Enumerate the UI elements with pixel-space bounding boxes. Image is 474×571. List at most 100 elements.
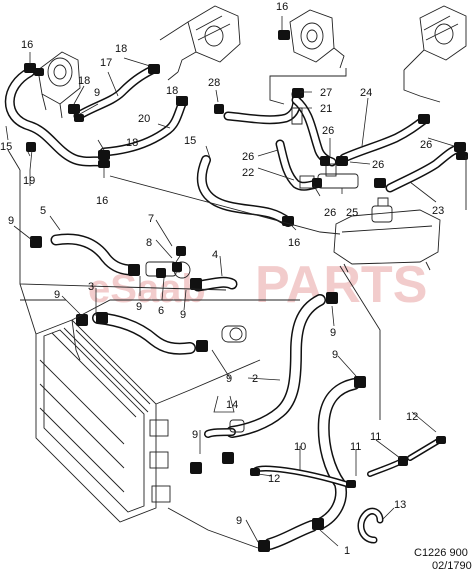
callout-18: 18 — [166, 85, 178, 97]
clamp — [454, 142, 466, 152]
clamp — [190, 278, 202, 290]
clamp — [148, 64, 160, 74]
callout-16: 16 — [276, 1, 288, 13]
callout-9: 9 — [332, 349, 338, 361]
callout-26: 26 — [420, 139, 432, 151]
callout-15: 15 — [184, 135, 196, 147]
clamp — [156, 268, 166, 278]
clamp — [320, 156, 330, 166]
callout-9: 9 — [192, 429, 198, 441]
callout-26: 26 — [322, 125, 334, 137]
callout-9: 9 — [54, 289, 60, 301]
expansion-tank — [333, 197, 441, 273]
engine-outlet-upper-left — [159, 5, 241, 73]
callout-21: 21 — [320, 103, 332, 115]
clamp — [278, 30, 290, 40]
clamp — [26, 142, 36, 152]
callout-12: 12 — [406, 411, 418, 423]
callout-9: 9 — [236, 515, 242, 527]
clamp — [30, 236, 42, 248]
clamp — [128, 264, 140, 276]
callout-19: 19 — [23, 175, 35, 187]
clamp — [176, 96, 188, 106]
callout-14: 14 — [226, 399, 238, 411]
clamp — [312, 178, 322, 188]
watermark: eSaab PARTS — [88, 256, 427, 314]
clamp — [176, 246, 186, 256]
clamp — [98, 150, 110, 160]
clamp — [346, 480, 356, 488]
callout-9: 9 — [180, 309, 186, 321]
callout-7: 7 — [148, 213, 154, 225]
callout-9: 9 — [136, 301, 142, 313]
clamp — [336, 156, 348, 166]
callout-9: 9 — [330, 327, 336, 339]
callout-16: 16 — [288, 237, 300, 249]
callout-23: 23 — [432, 205, 444, 217]
clamp — [436, 436, 446, 444]
callout-22: 22 — [242, 167, 254, 179]
callout-11: 11 — [350, 441, 361, 453]
thermostat-housing-left — [37, 51, 81, 119]
drawing-date: 02/1790 — [432, 560, 472, 571]
callout-4: 4 — [212, 249, 218, 261]
clamp — [190, 462, 202, 474]
clamp — [250, 468, 260, 476]
callout-6: 6 — [158, 305, 164, 317]
callout-27: 27 — [320, 87, 332, 99]
callout-9: 9 — [94, 87, 100, 99]
radiator — [35, 319, 171, 523]
clamp — [34, 68, 44, 76]
clamp — [292, 88, 304, 98]
clamp — [98, 160, 110, 168]
callout-12: 12 — [268, 473, 280, 485]
callouts: 16 18 17 18 9 18 18 20 15 19 16 16 28 27… — [0, 1, 444, 557]
clamp — [96, 312, 108, 324]
callout-2: 2 — [252, 373, 258, 385]
clamp — [326, 292, 338, 304]
callout-18: 18 — [115, 43, 127, 55]
watermark-main: PARTS — [255, 256, 427, 314]
callout-18: 18 — [78, 75, 90, 87]
callout-13: 13 — [394, 499, 406, 511]
callout-25: 25 — [346, 207, 358, 219]
clamp — [68, 104, 80, 114]
callout-26: 26 — [242, 151, 254, 163]
callout-28: 28 — [208, 77, 220, 89]
clamp — [282, 216, 294, 226]
drawing-code: C1226 900 — [414, 547, 468, 559]
clamp — [258, 540, 270, 552]
callout-9: 9 — [226, 373, 232, 385]
clamp — [24, 63, 36, 73]
clamp — [74, 114, 84, 122]
leader-lines — [5, 16, 455, 547]
callout-20: 20 — [138, 113, 150, 125]
callout-5: 5 — [40, 205, 46, 217]
callout-18: 18 — [126, 137, 138, 149]
callout-15: 15 — [0, 141, 12, 153]
engine-outlet-upper-center — [289, 9, 345, 69]
clamp — [172, 262, 182, 272]
clamp — [456, 152, 468, 160]
callout-1: 1 — [344, 545, 350, 557]
callout-26: 26 — [324, 207, 336, 219]
callout-26: 26 — [372, 159, 384, 171]
engine-outlet-upper-right — [403, 5, 467, 71]
callout-16: 16 — [96, 195, 108, 207]
clamp — [214, 104, 224, 114]
clamp — [196, 340, 208, 352]
clamp — [222, 452, 234, 464]
clamp — [418, 114, 430, 124]
callout-17: 17 — [100, 57, 112, 69]
clamps — [24, 30, 468, 552]
callout-10: 10 — [294, 441, 306, 453]
callout-3: 3 — [88, 281, 94, 293]
callout-8: 8 — [146, 237, 152, 249]
callout-11: 11 — [370, 431, 381, 443]
clamp — [398, 456, 408, 466]
clamp — [374, 178, 386, 188]
drawing-reference: C1226 900 02/1790 — [414, 547, 472, 571]
callout-9: 9 — [8, 215, 14, 227]
callout-16: 16 — [21, 39, 33, 51]
